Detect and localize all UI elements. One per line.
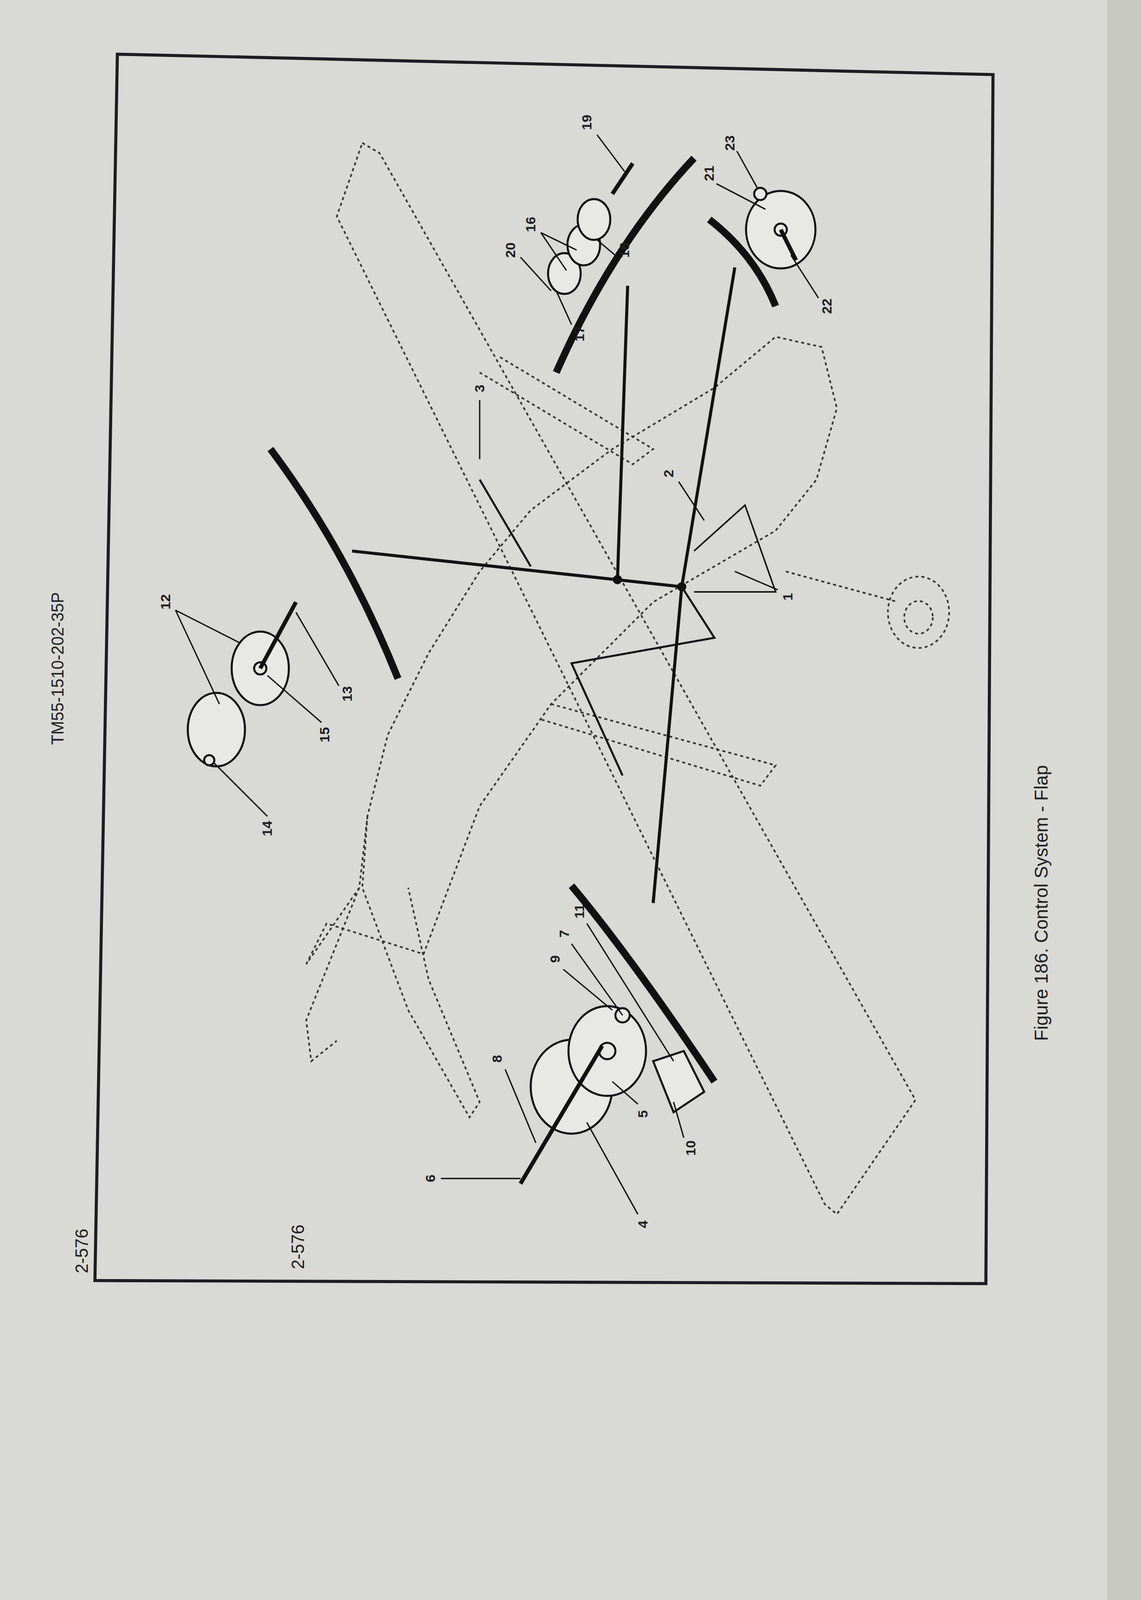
cable-system bbox=[270, 158, 776, 1082]
flap-outline bbox=[540, 704, 776, 786]
page-number: 2-576 bbox=[289, 1224, 307, 1270]
bolt bbox=[780, 229, 797, 261]
leader-line bbox=[736, 151, 757, 189]
callout-number: 20 bbox=[503, 242, 518, 258]
page-number: 2-576 bbox=[73, 1228, 91, 1274]
nut bbox=[754, 188, 767, 201]
junction bbox=[677, 582, 687, 591]
leader-line bbox=[441, 1178, 521, 1180]
leader-line bbox=[791, 255, 819, 299]
wing-outline bbox=[336, 143, 916, 1215]
callout-number: 5 bbox=[636, 1110, 650, 1119]
leader-line bbox=[586, 1122, 638, 1215]
leader-line bbox=[175, 610, 220, 705]
pulley bbox=[187, 693, 245, 767]
leader-line bbox=[175, 610, 241, 643]
header-code: TM55-1510-202-35P bbox=[49, 591, 67, 745]
cable bbox=[617, 286, 628, 580]
leader-line bbox=[596, 134, 625, 172]
callout-number: 2 bbox=[661, 469, 676, 478]
callout-number: 22 bbox=[819, 298, 834, 314]
callout-number: 11 bbox=[572, 904, 587, 919]
leader-line bbox=[214, 763, 268, 817]
cable bbox=[653, 586, 682, 904]
pushrod bbox=[479, 479, 531, 567]
gear-leg bbox=[785, 571, 899, 603]
leader-line bbox=[504, 1069, 536, 1144]
callout-number: 6 bbox=[423, 1175, 438, 1183]
pulley-bracket bbox=[270, 449, 398, 679]
callout-number: 9 bbox=[548, 955, 562, 964]
leader-line bbox=[678, 481, 705, 521]
callout-number: 18 bbox=[617, 242, 632, 258]
pulley-group bbox=[187, 163, 816, 1184]
flap-outline bbox=[479, 357, 654, 465]
callout-number: 10 bbox=[683, 1140, 698, 1156]
leader-line bbox=[612, 1081, 638, 1105]
leader-line bbox=[540, 232, 567, 271]
leader-line bbox=[520, 257, 552, 291]
leader-lines bbox=[175, 134, 819, 1215]
callout-number: 19 bbox=[579, 114, 594, 131]
callout-number: 16 bbox=[523, 217, 538, 233]
wheel-outline bbox=[888, 576, 950, 648]
callout-number: 1 bbox=[780, 593, 795, 602]
leader-line bbox=[296, 612, 339, 687]
page-edge bbox=[1107, 0, 1141, 1600]
nut bbox=[204, 755, 215, 766]
callout-number: 23 bbox=[722, 135, 737, 151]
stabilizer-outline bbox=[306, 888, 360, 1062]
callout-number: 21 bbox=[702, 166, 717, 182]
pulley bbox=[577, 199, 611, 241]
callout-number: 7 bbox=[557, 929, 572, 938]
leader-line bbox=[673, 1102, 684, 1139]
leader-line bbox=[596, 240, 618, 258]
pushrod bbox=[571, 586, 715, 776]
pulley bbox=[745, 190, 816, 269]
frame-border bbox=[94, 54, 993, 1285]
callout-number: 8 bbox=[490, 1055, 505, 1064]
leader-line bbox=[716, 183, 766, 210]
wheel-outline bbox=[904, 601, 933, 634]
bolt bbox=[520, 1046, 603, 1185]
aircraft-outline bbox=[306, 143, 950, 1215]
leader-line bbox=[586, 923, 674, 1062]
cable bbox=[352, 551, 683, 588]
callout-number: 4 bbox=[636, 1221, 650, 1229]
flap-handle bbox=[693, 505, 776, 593]
callout-number: 15 bbox=[317, 727, 332, 743]
callout-number: 3 bbox=[472, 384, 487, 393]
leader-line bbox=[563, 969, 613, 1011]
bolt bbox=[260, 602, 297, 669]
leader-line bbox=[734, 571, 778, 591]
junction bbox=[613, 575, 622, 585]
leader-line bbox=[571, 944, 623, 1016]
callout-number: 12 bbox=[158, 594, 173, 610]
figure-caption: Figure 186. Control System - Flap bbox=[1032, 765, 1051, 1042]
pulley-hub bbox=[599, 1043, 616, 1060]
leader-line bbox=[479, 400, 481, 460]
leader-line bbox=[556, 291, 572, 325]
leader-line bbox=[267, 675, 322, 723]
bracket bbox=[653, 1051, 705, 1113]
callout-number: 14 bbox=[260, 820, 275, 837]
stabilizer-outline bbox=[362, 816, 480, 1119]
callout-number: 13 bbox=[340, 686, 355, 702]
callout-number: 17 bbox=[572, 326, 587, 342]
